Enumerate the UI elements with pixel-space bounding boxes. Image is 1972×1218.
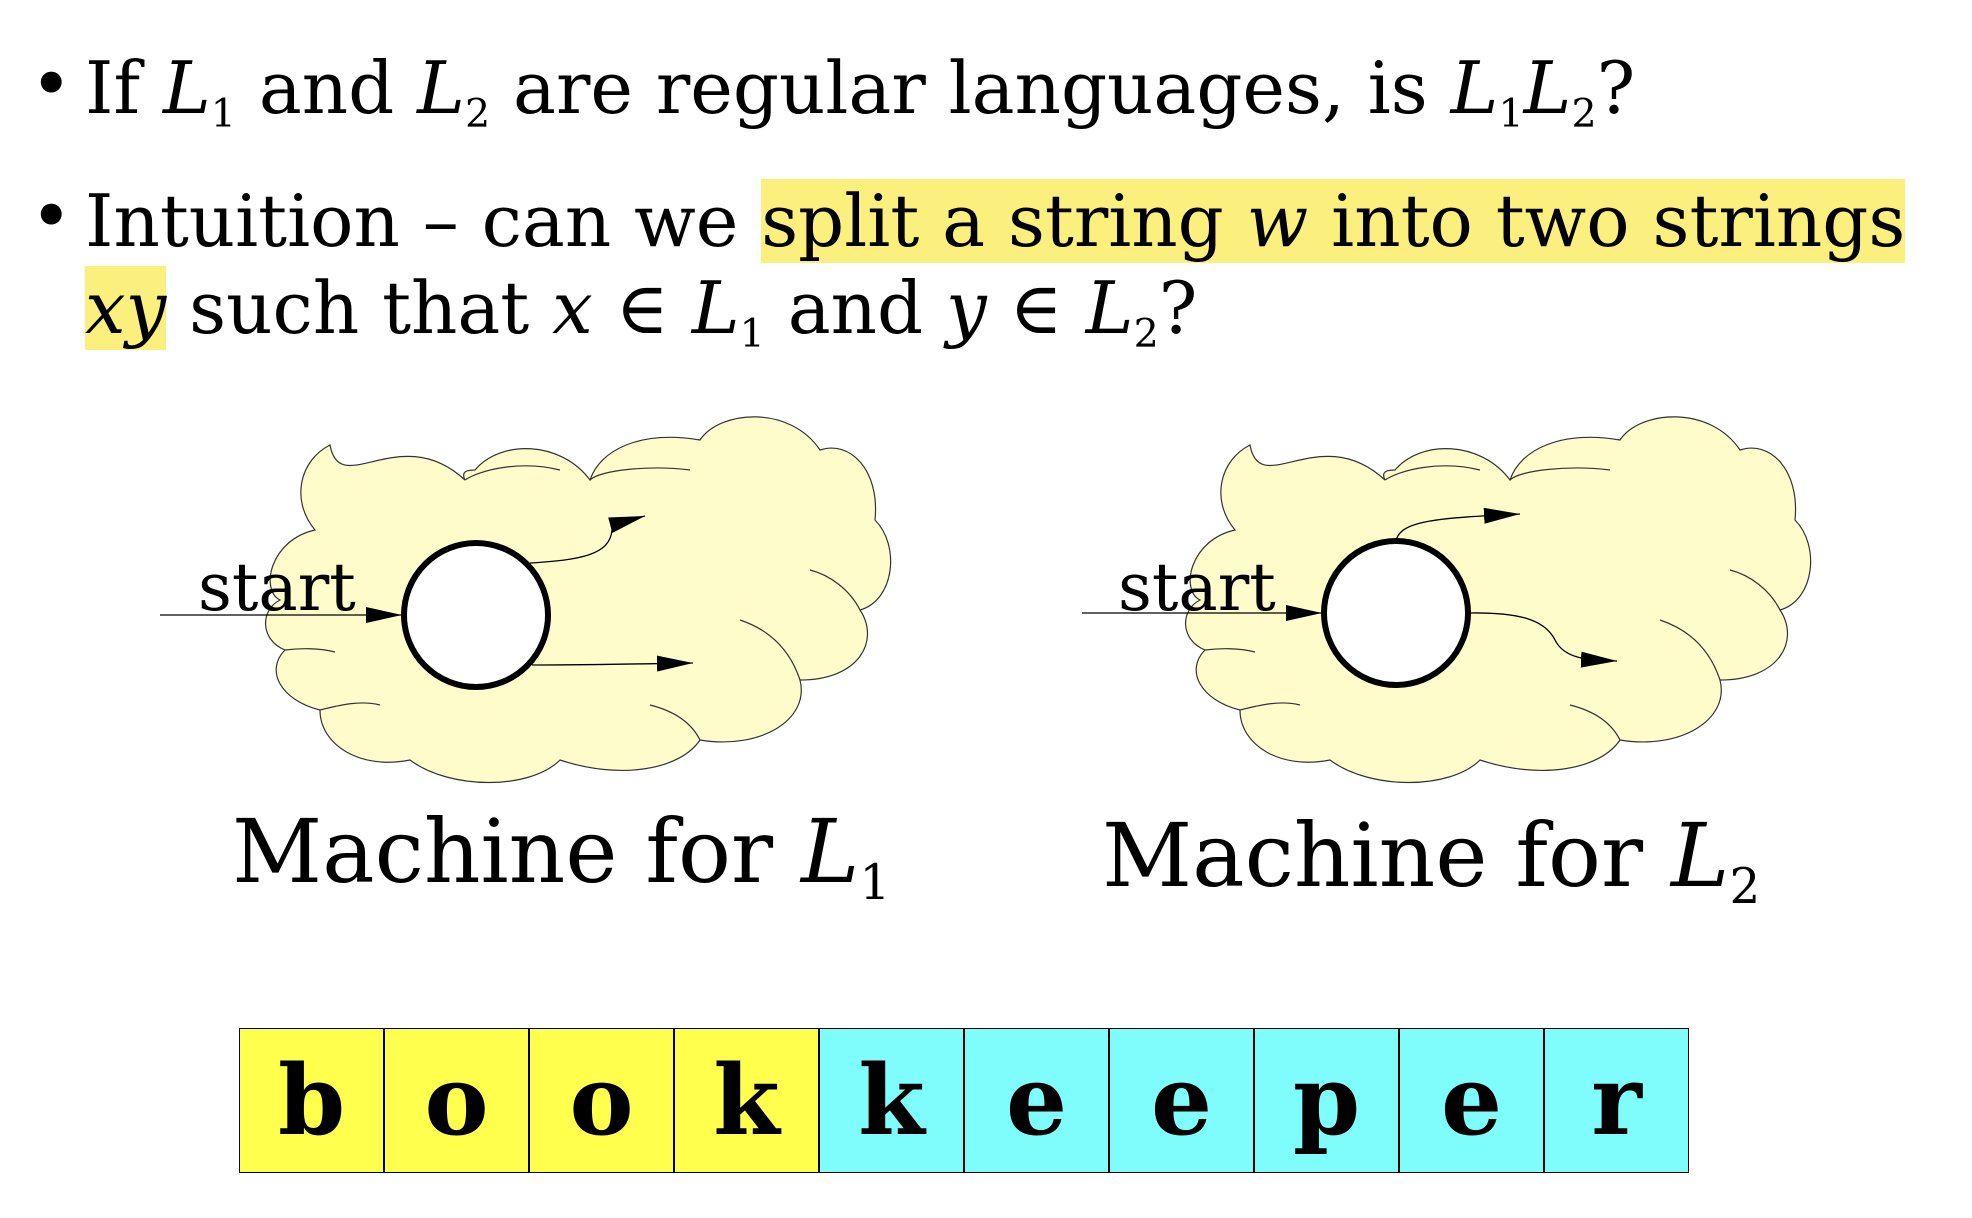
var-L: L: [162, 46, 211, 130]
tape-cell-x: k: [674, 1028, 819, 1173]
start-label-1: start: [198, 549, 356, 626]
machine-1-graph: [160, 515, 694, 690]
subscript: 1: [210, 90, 236, 137]
text-run: Intuition – can we: [85, 179, 762, 263]
tape-cell-y: p: [1254, 1028, 1399, 1173]
bullet-1-text: If L1 and L2 are regular languages, is L…: [85, 52, 1635, 134]
caption-machine-2: Machine for L2: [1102, 812, 1760, 912]
subscript: 2: [1729, 858, 1761, 915]
bullet-dot-2: •: [30, 174, 73, 258]
start-state-1: [401, 540, 551, 690]
cloud-machine-1: [265, 416, 892, 784]
subscript: 2: [464, 90, 491, 137]
bullet-2-line-1: Intuition – can we split a string w into…: [85, 179, 1906, 263]
tape-cell-x: o: [529, 1028, 674, 1173]
bullet-dot-1: •: [30, 42, 73, 126]
caption-text: Machine for: [1102, 804, 1671, 907]
text-run: are regular languages, is: [490, 46, 1451, 130]
highlight-xy: xy: [85, 266, 167, 350]
var-L: L: [417, 46, 465, 130]
transition-arrow-1a: [529, 515, 646, 564]
text-run: ∈: [986, 266, 1086, 350]
subscript: 2: [1571, 90, 1597, 137]
var-L: L: [1450, 46, 1499, 130]
text-run: split a string: [761, 179, 1247, 263]
cloud-machine-2: [1185, 416, 1812, 784]
text-run: If: [85, 46, 163, 130]
transition-arrow-1b: [531, 655, 694, 672]
caption-text: Machine for: [232, 800, 801, 903]
machine-2-graph: [1082, 507, 1618, 688]
text-run: into two strings: [1308, 179, 1906, 263]
var-L: L: [691, 266, 740, 350]
tape-cell-y: r: [1544, 1028, 1689, 1173]
text-run: and: [235, 46, 418, 130]
text-run: ?: [1158, 266, 1198, 350]
transition-arrow-2a: [1395, 507, 1521, 542]
subscript: 1: [1498, 90, 1524, 137]
subscript: 2: [1133, 310, 1159, 357]
bullet-2-line-2: xy such that x ∈ L1 and y ∈ L2?: [85, 266, 1197, 354]
caption-machine-1: Machine for L1: [232, 808, 890, 908]
transition-arrow-2b: [1467, 612, 1618, 668]
tape-cell-y: k: [819, 1028, 964, 1173]
var-L: L: [801, 800, 860, 903]
start-state-2: [1321, 538, 1471, 688]
tape-cell-x: o: [384, 1028, 529, 1173]
subscript: 1: [859, 854, 891, 911]
var-L: L: [1085, 266, 1134, 350]
text-run: and: [764, 266, 946, 350]
text-run: ?: [1596, 46, 1636, 130]
text-run: ∈: [592, 266, 692, 350]
tape-cell-y: e: [964, 1028, 1109, 1173]
tape-cell-x: b: [239, 1028, 384, 1173]
var-L: L: [1671, 804, 1730, 907]
highlight-split: split a string w into two strings: [761, 179, 1906, 263]
subscript: 1: [739, 310, 765, 357]
start-label-2: start: [1118, 549, 1276, 626]
tape-cell-y: e: [1109, 1028, 1254, 1173]
var-w: w: [1246, 179, 1309, 263]
var-x: x: [552, 266, 593, 350]
var-y: y: [945, 266, 987, 350]
tape-cell-y: e: [1399, 1028, 1544, 1173]
text-run: such that: [166, 266, 553, 350]
var-L: L: [1523, 46, 1572, 130]
